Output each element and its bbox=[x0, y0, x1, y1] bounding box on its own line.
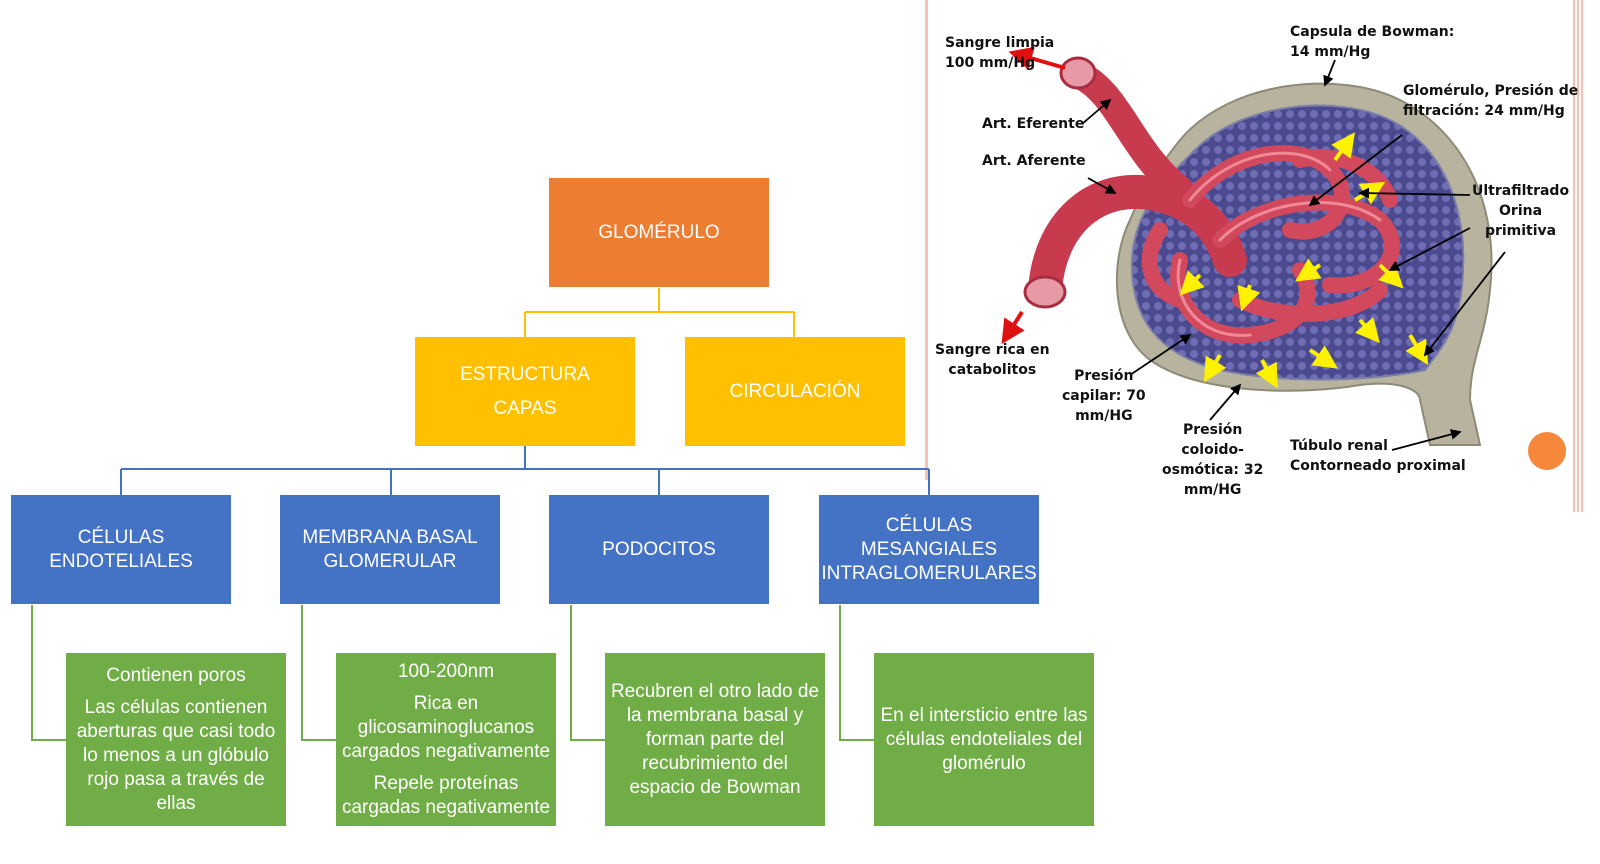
label-tubulo-renal: Túbulo renal Contorneado proximal bbox=[1290, 436, 1466, 476]
label-value: 14 mm/Hg bbox=[1290, 44, 1371, 60]
node-line: CÉLULAS ENDOTELIALES bbox=[49, 526, 193, 572]
node-line: INTRAGLOMERULARES bbox=[821, 562, 1037, 584]
efferent-opening bbox=[1059, 56, 1097, 90]
label-presion-capilar: Presión capilar: 70 mm/HG bbox=[1062, 366, 1146, 426]
leader-lines bbox=[1081, 59, 1506, 451]
label-text: Ultrafiltrado bbox=[1472, 183, 1570, 199]
label-text: primitiva bbox=[1484, 223, 1557, 239]
label-text: Contorneado proximal bbox=[1290, 458, 1466, 474]
node-line: PODOCITOS bbox=[602, 538, 716, 560]
label-sangre-limpia: Sangre limpia 100 mm/Hg bbox=[945, 33, 1054, 73]
detail-celulas-mesangiales: En el intersticio entre las células endo… bbox=[874, 653, 1094, 826]
blood-flow-arrows bbox=[1001, 46, 1066, 345]
label-text: Capsula de Bowman: bbox=[1290, 24, 1455, 40]
label-text: Sangre limpia bbox=[945, 35, 1055, 51]
detail-celulas-endoteliales: Contienen poros Las células contienen ab… bbox=[66, 653, 286, 826]
efferent-arteriole bbox=[1066, 61, 1194, 204]
node-line: CÉLULAS MESANGIALES bbox=[860, 514, 998, 560]
label-art-aferente: Art. Aferente bbox=[982, 151, 1086, 171]
label-sangre-rica: Sangre rica en catabolitos bbox=[935, 340, 1050, 380]
node-podocitos: PODOCITOS bbox=[549, 495, 769, 604]
node-line: CAPAS bbox=[493, 397, 557, 419]
node-line: CIRCULACIÓN bbox=[729, 380, 861, 402]
decorative-dot bbox=[1528, 432, 1566, 470]
label-text: capilar: 70 bbox=[1062, 388, 1146, 404]
label-text: Glomérulo, Presión de bbox=[1403, 83, 1579, 99]
node-line: GLOMERULAR bbox=[323, 550, 457, 572]
label-ultrafiltrado: Ultrafiltrado Orina primitiva bbox=[1472, 181, 1569, 241]
label-text: Presión bbox=[1074, 368, 1134, 384]
capillary-highlights bbox=[1176, 151, 1382, 337]
node-celulas-mesangiales: CÉLULAS MESANGIALES INTRAGLOMERULARES bbox=[819, 495, 1039, 604]
label-capsula-bowman: Capsula de Bowman: 14 mm/Hg bbox=[1290, 22, 1454, 62]
label-text: Presión bbox=[1182, 422, 1243, 438]
detail-paragraph: Rica en glicosaminoglucanos cargados neg… bbox=[341, 692, 551, 762]
detail-membrana-basal: 100-200nm Rica en glicosaminoglucanos ca… bbox=[336, 653, 556, 826]
label-text: filtración: 24 mm/Hg bbox=[1403, 103, 1565, 119]
label-text: Túbulo renal bbox=[1290, 438, 1388, 454]
label-text: Orina bbox=[1499, 203, 1543, 219]
label-text: catabolitos bbox=[948, 362, 1037, 378]
detail-paragraph: Contienen poros bbox=[106, 664, 246, 686]
decorative-border-lines bbox=[1573, 0, 1583, 512]
afferent-arteriole bbox=[1028, 174, 1247, 307]
label-presion-coloido: Presión coloido- osmótica: 32 mm/HG bbox=[1162, 420, 1263, 500]
label-text: Art. Eferente bbox=[982, 116, 1085, 132]
detail-paragraph: Recubren el otro lado de la membrana bas… bbox=[610, 680, 820, 798]
label-text: mm/HG bbox=[1183, 482, 1242, 498]
label-value: 100 mm/Hg bbox=[945, 55, 1036, 71]
detail-paragraph: Repele proteínas cargadas negativamente bbox=[341, 772, 551, 818]
label-art-eferente: Art. Eferente bbox=[982, 114, 1084, 134]
slide-divider bbox=[925, 0, 928, 480]
node-membrana-basal: MEMBRANA BASAL GLOMERULAR bbox=[280, 495, 500, 604]
detail-paragraph: 100-200nm bbox=[397, 660, 495, 682]
label-text: mm/HG bbox=[1075, 408, 1133, 424]
label-text: coloido- bbox=[1181, 442, 1244, 458]
afferent-opening bbox=[1023, 275, 1067, 309]
detail-podocitos: Recubren el otro lado de la membrana bas… bbox=[605, 653, 825, 826]
label-text: Art. Aferente bbox=[982, 153, 1086, 169]
label-text: Sangre rica en bbox=[935, 342, 1050, 358]
label-text: osmótica: 32 bbox=[1162, 462, 1264, 478]
root-node-label: GLOMÉRULO bbox=[598, 221, 720, 243]
detail-paragraph: Las células contienen aberturas que casi… bbox=[76, 696, 276, 814]
node-estructura-capas: ESTRUCTURA CAPAS bbox=[415, 337, 635, 446]
detail-paragraph: En el intersticio entre las células endo… bbox=[880, 704, 1088, 774]
root-node-glomerulo: GLOMÉRULO bbox=[549, 178, 769, 287]
node-line: MEMBRANA BASAL bbox=[302, 526, 478, 548]
node-celulas-endoteliales: CÉLULAS ENDOTELIALES bbox=[11, 495, 231, 604]
node-line: ESTRUCTURA bbox=[460, 363, 590, 385]
label-glomerulo-presion: Glomérulo, Presión de filtración: 24 mm/… bbox=[1403, 81, 1578, 121]
node-circulacion: CIRCULACIÓN bbox=[685, 337, 905, 446]
